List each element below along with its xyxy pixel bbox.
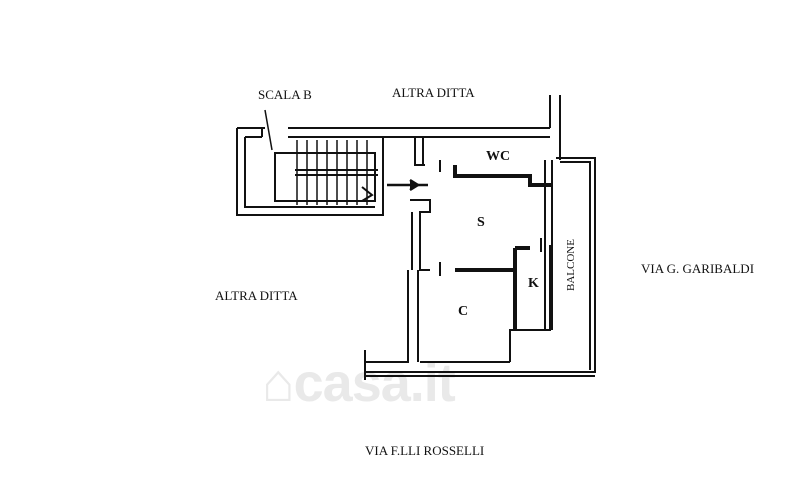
label-altra-ditta-left: ALTRA DITTA — [215, 288, 298, 303]
stair-treads — [264, 109, 368, 205]
watermark-house-icon: ⌂ — [262, 353, 295, 413]
thick-walls — [453, 165, 552, 330]
label-via-garibaldi: VIA G. GARIBALDI — [641, 261, 755, 276]
walls — [236, 95, 596, 380]
room-c: C — [458, 304, 469, 319]
room-s: S — [477, 215, 485, 230]
door-marks — [439, 160, 542, 276]
label-balcone: BALCONE — [564, 239, 577, 291]
room-k: K — [528, 276, 539, 291]
room-wc: WC — [486, 149, 511, 164]
label-via-rosselli: VIA F.LLI ROSSELLI — [365, 443, 485, 458]
entrance-arrow-icon — [387, 178, 428, 192]
label-scala-b: SCALA B — [258, 87, 312, 102]
label-altra-ditta-top: ALTRA DITTA — [392, 85, 475, 100]
